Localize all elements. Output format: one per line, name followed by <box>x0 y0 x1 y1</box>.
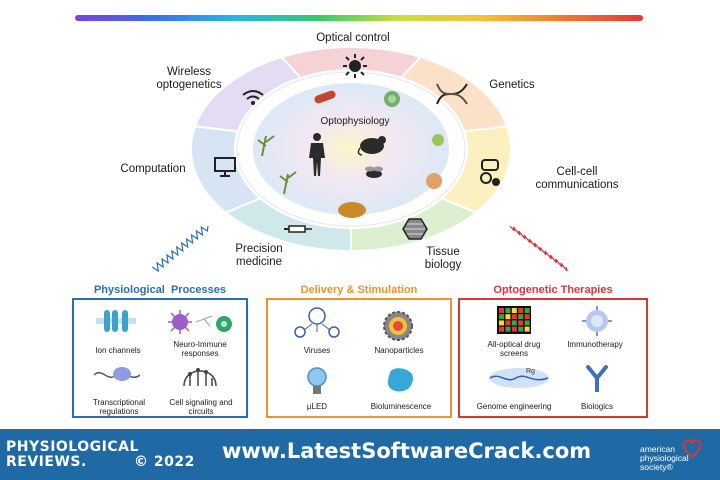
fly-icon <box>365 166 383 178</box>
computation-label: Computation <box>120 163 186 175</box>
sun-icon <box>343 54 367 78</box>
tissue-biology-label: Tissue biology <box>424 246 462 271</box>
grid-cell <box>524 326 530 332</box>
cell-signaling-label: Cell signaling and circuits <box>169 398 233 416</box>
optophysiology-label: Optophysiology <box>320 116 390 127</box>
monitor-icon <box>214 157 236 177</box>
grid-cell <box>505 326 511 332</box>
grid-cell <box>524 308 530 313</box>
neuron-cluster-icon <box>338 202 366 218</box>
publisher-line3: society® <box>640 462 673 472</box>
grid-cell <box>511 314 517 320</box>
immunotherapy-icon <box>582 306 612 336</box>
copyright-year: © 2022 <box>134 454 195 470</box>
svg-text:Rg: Rg <box>526 368 535 375</box>
bulb-icon <box>307 367 327 394</box>
publisher-line2: physiological <box>640 453 689 463</box>
circuit-icon <box>183 368 217 387</box>
bioluminescence-icon <box>387 368 413 392</box>
wheel-ring <box>190 46 512 252</box>
tissue-hexagon-icon <box>402 218 428 240</box>
cell-icon <box>426 134 444 189</box>
viruses-label: Viruses <box>303 346 331 355</box>
genome-engineering-icon: Rg <box>489 368 549 388</box>
grid-cell <box>511 320 517 326</box>
human-icon <box>309 133 325 176</box>
all-optical-drug-screens-label: All-optical drug screens <box>487 340 541 358</box>
alga-icon <box>384 91 400 107</box>
drug-screen-grid-icon <box>497 306 531 334</box>
neuro-immune-label: Neuro-Immune responses <box>173 340 227 358</box>
grid-cell <box>524 314 530 320</box>
inner-disk <box>253 83 449 215</box>
bacterium-icon <box>314 90 336 104</box>
nanoparticles-label: Nanoparticles <box>374 346 424 355</box>
bioluminescence-label: Bioluminescence <box>370 402 432 411</box>
transcriptional-regulations-label: Transcriptional regulations <box>92 398 146 416</box>
grid-cell <box>499 326 504 332</box>
publisher-line1: american <box>640 444 675 454</box>
antibody-icon <box>586 365 608 392</box>
precision-medicine-label: Precision medicine <box>235 243 283 268</box>
ion-channels-label: Ion channels <box>95 346 141 355</box>
syringe-icon <box>284 225 312 233</box>
immune-cell-icon <box>168 310 232 334</box>
grid-cell <box>499 308 504 313</box>
genetics-label: Genetics <box>489 79 535 91</box>
grid-cell <box>499 314 504 320</box>
optical-control-label: Optical control <box>316 32 390 44</box>
wireless-icon <box>242 90 264 105</box>
delivery-stimulation-title: Delivery & Stimulation <box>300 284 418 296</box>
grid-cell <box>524 320 530 326</box>
cell-communication-icon <box>480 159 500 186</box>
left-wave-connector <box>151 225 209 273</box>
grid-cell <box>505 320 511 326</box>
journal-name-line1: PHYSIOLOGICAL <box>6 439 139 455</box>
grid-cell <box>511 308 517 313</box>
transcription-icon <box>94 367 140 381</box>
physiological-processes-title: Physiological Processes <box>93 284 227 296</box>
dna-icon <box>436 83 468 105</box>
optogenetic-therapies-title: Optogenetic Therapies <box>493 284 613 296</box>
watermark-text: www.LatestSoftwareCrack.com <box>222 439 592 463</box>
cell-cell-communications-label: Cell-cell communications <box>535 166 619 191</box>
rainbow-gradient-bar <box>75 15 643 21</box>
delivery-stimulation-box <box>266 298 452 418</box>
grid-cell <box>518 314 524 320</box>
virus-icon <box>294 307 340 338</box>
grid-cell <box>518 326 524 332</box>
mouse-icon <box>357 136 386 156</box>
wireless-optogenetics-label: Wireless optogenetics <box>156 66 222 91</box>
plant-icon <box>257 135 275 157</box>
footer-banner <box>0 429 720 480</box>
aps-logo-icon <box>682 438 702 459</box>
journal-name-line2: REVIEWS. <box>6 454 87 470</box>
grid-cell <box>518 308 524 313</box>
right-wave-connector <box>509 225 568 272</box>
plant2-icon <box>279 171 297 195</box>
ion-channel-icon <box>96 310 136 332</box>
optophysiology-wheel <box>190 46 512 252</box>
immunotherapy-label: Immunotherapy <box>567 340 623 349</box>
nanoparticle-icon <box>383 311 413 341</box>
grid-cell <box>518 320 524 326</box>
grid-cell <box>505 308 511 313</box>
micro-led-label: µLED <box>306 402 328 411</box>
genome-engineering-label: Genome engineering <box>476 402 552 411</box>
grid-cell <box>505 314 511 320</box>
physiological-processes-box <box>72 298 248 418</box>
optogenetic-therapies-box <box>458 298 648 418</box>
grid-cell <box>499 320 504 326</box>
grid-cell <box>511 326 517 332</box>
biologics-label: Biologics <box>580 402 613 411</box>
